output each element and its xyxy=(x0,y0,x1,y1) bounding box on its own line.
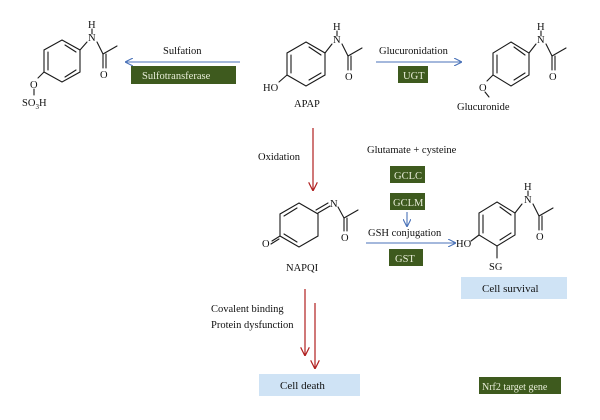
sulfate-amide-h: H xyxy=(88,20,96,31)
napqi-imine-n: N xyxy=(330,199,338,210)
gsh-conj-sg: SG xyxy=(489,262,503,273)
apap-amide-n: N xyxy=(333,35,341,46)
gst-box xyxy=(389,249,423,266)
apap-carbonyl-o: O xyxy=(345,72,353,83)
sulfate-conjugate-structure xyxy=(33,28,118,96)
apap-structure xyxy=(278,30,363,87)
sulfate-ether-o: O xyxy=(30,80,38,91)
glutamate-cysteine-label: Glutamate + cysteine xyxy=(367,145,457,156)
sulfotransferase-box xyxy=(131,66,236,84)
gclm-box xyxy=(390,193,425,210)
gclc-label: GCLC xyxy=(394,171,422,182)
sulfate-carbonyl-o: O xyxy=(100,70,108,81)
glucuronide-ether-o: O xyxy=(479,83,487,94)
oxidation-label: Oxidation xyxy=(258,152,301,163)
napqi-structure xyxy=(270,202,359,248)
glucuronide-amide-h: H xyxy=(537,22,545,33)
gsh-conj-amide-h: H xyxy=(524,182,532,193)
sulfate-group: SO3H xyxy=(22,98,47,111)
sulfate-amide-n: N xyxy=(88,33,96,44)
gclc-box xyxy=(390,166,425,183)
covalent-binding-label: Covalent binding xyxy=(211,304,284,315)
cell-survival-label: Cell survival xyxy=(482,283,539,295)
nrf2-legend-label: Nrf2 target gene xyxy=(482,382,548,393)
gsh-conj-amide-n: N xyxy=(524,195,532,206)
glucuronide-carbonyl-o: O xyxy=(549,72,557,83)
gclm-label: GCLM xyxy=(393,198,424,209)
gst-label: GST xyxy=(395,254,415,265)
nrf2-legend-box xyxy=(479,377,561,394)
protein-dysfunction-label: Protein dysfunction xyxy=(211,320,294,331)
sulfotransferase-label: Sulfotransferase xyxy=(142,71,211,82)
cell-survival-box xyxy=(461,277,567,299)
apap-label: APAP xyxy=(294,99,320,110)
cell-death-label: Cell death xyxy=(280,380,325,392)
apap-hydroxyl: HO xyxy=(263,83,279,94)
gsh-conjugate-structure xyxy=(470,190,554,259)
ugt-label: UGT xyxy=(403,71,425,82)
apap-amide-h: H xyxy=(333,22,341,33)
napqi-carbonyl-o: O xyxy=(341,233,349,244)
napqi-label: NAPQI xyxy=(286,263,319,274)
glucuronide-label: Glucuronide xyxy=(457,102,510,113)
napqi-quinone-o: O xyxy=(262,239,270,250)
gsh-conjugation-label: GSH conjugation xyxy=(368,228,442,239)
glucuronidation-label: Glucuronidation xyxy=(379,46,449,57)
glucuronide-structure xyxy=(484,30,567,98)
gsh-conj-hydroxyl: HO xyxy=(456,239,472,250)
ugt-box xyxy=(398,66,428,83)
cell-death-box xyxy=(259,374,360,396)
sulfation-label: Sulfation xyxy=(163,46,202,57)
gsh-conj-carbonyl-o: O xyxy=(536,232,544,243)
glucuronide-amide-n: N xyxy=(537,35,545,46)
